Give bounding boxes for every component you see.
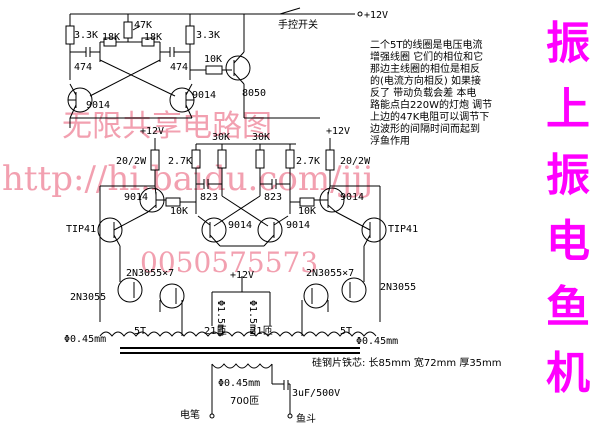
label-t-9014-left: 9014 (86, 100, 110, 111)
label-wire-1-5-right: Φ1.5mm (247, 300, 258, 336)
label-r-3k3-right: 3.3K (196, 30, 220, 41)
title-char: 上 (546, 84, 590, 135)
label-q-2n3055-right: 2N3055 (380, 282, 416, 293)
label-turns-5t-left: 5T (134, 326, 146, 337)
label-wire-045-sec: Φ0.45mm (218, 378, 260, 389)
component-labels: +12V 手控开关 3.3K 47K 18K 18K 3.3K 474 474 … (64, 10, 502, 425)
label-r-2k7-right: 2.7K (296, 156, 320, 167)
wiring (65, 7, 387, 419)
label-supply-left: +12V (140, 126, 164, 137)
label-t-9014-low-right: 9014 (340, 192, 364, 203)
label-turns-5t-right: 5T (340, 326, 352, 337)
label-c-823-right: 823 (264, 192, 282, 203)
label-t-9014-low-left: 9014 (124, 192, 148, 203)
label-switch: 手控开关 (278, 18, 318, 31)
label-r-10k-top: 10K (204, 54, 222, 65)
label-t-9014-mid-left: 9014 (228, 220, 252, 231)
title-char: 机 (546, 348, 590, 399)
label-supply-top: +12V (364, 10, 388, 21)
label-wire-1-5-left: Φ1.5mm (215, 300, 226, 336)
label-turns-21-left: 21匝 (204, 325, 227, 337)
label-t-9014-mid-right: 9014 (286, 220, 310, 231)
label-r-20-2w-left: 20/2W (116, 156, 147, 167)
description-line: 的(电流方向相反) 如果接 (370, 74, 481, 87)
label-r-30k-right: 30K (252, 132, 270, 143)
label-t-8050: 8050 (242, 88, 266, 99)
description-line: 那边主线圈的相位是相反 (370, 62, 480, 75)
label-r-3k3-left: 3.3K (74, 30, 98, 41)
label-q-2n3055x7-left: 2N3055×7 (126, 268, 174, 279)
label-wire-045-left: Φ0.45mm (64, 334, 106, 345)
description-line: 反了 带动负载会差 本电 (370, 86, 476, 99)
label-r-10k-left: 10K (170, 206, 188, 217)
watermark-line2: http://hi.baidu.com/jjj (2, 159, 373, 199)
label-r-18k-left: 18K (102, 32, 120, 43)
label-tip41-right: TIP41 (388, 224, 418, 235)
label-tip41-left: TIP41 (66, 224, 96, 235)
label-electrode-pen: 电笔 (180, 408, 200, 421)
label-r-18k-right: 18K (144, 32, 162, 43)
description-line: 增强线圈 它们的相位和它 (370, 50, 483, 63)
label-q-2n3055-left: 2N3055 (70, 292, 106, 303)
watermark-line1: 无限共享电路图 (62, 109, 272, 144)
label-c-823-left: 823 (200, 192, 218, 203)
label-r-10k-right: 10K (298, 206, 316, 217)
label-supply-right: +12V (326, 126, 350, 137)
description-line: 二个5T的线圈是电压电流 (370, 38, 482, 51)
description-line: 浮鱼作用 (370, 134, 410, 147)
title-char: 振 (546, 18, 590, 69)
label-r-20-2w-right: 20/2W (340, 156, 371, 167)
label-q-2n3055x7-right: 2N3055×7 (306, 268, 354, 279)
description-line: 上边的47K电阻可以调节下 (370, 110, 489, 123)
description-line: 路能点白220W的灯炮 调节 (370, 98, 492, 111)
title-char: 振 (546, 150, 590, 201)
title-char: 鱼 (546, 282, 590, 333)
label-pot-47k: 47K (134, 20, 152, 31)
label-t-9014-right: 9014 (192, 90, 216, 101)
title-char: 电 (546, 216, 590, 267)
label-turns-700: 700匝 (230, 395, 259, 407)
label-electrode-fish: 鱼斗 (296, 412, 316, 425)
label-r-2k7-left: 2.7K (168, 156, 192, 167)
label-supply-center: +12V (230, 270, 254, 281)
description-line: 边波形的间隔时间而起到 (370, 122, 480, 135)
label-core-spec: 硅钢片铁芯: 长85mm 宽72mm 厚35mm (312, 356, 502, 369)
label-wire-045-right: Φ0.45mm (356, 336, 398, 347)
label-c-474-right: 474 (170, 62, 188, 73)
label-cap-3uf: 3uF/500V (292, 388, 340, 399)
watermark-line3: 0050575573 (140, 246, 318, 279)
label-c-474-left: 474 (74, 62, 92, 73)
label-turns-21-right: 21匝 (250, 325, 273, 337)
label-r-30k-left: 30K (212, 132, 230, 143)
